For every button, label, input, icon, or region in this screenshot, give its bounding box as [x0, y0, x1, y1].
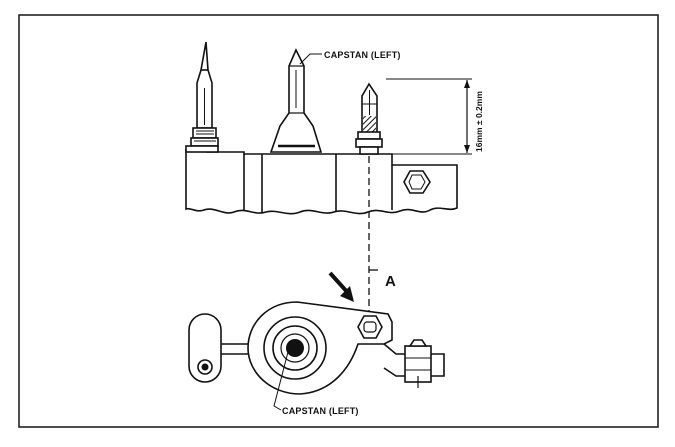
leader-bottom [273, 351, 289, 411]
figure-frame [18, 14, 659, 428]
leader-top [299, 53, 322, 65]
stud-nut-top [357, 131, 381, 140]
stud-base [359, 146, 379, 155]
hex-nut [403, 170, 431, 194]
left-pin-base [185, 145, 219, 153]
lever-slot [188, 313, 222, 383]
section-marker-label: A [385, 273, 396, 290]
capstan-shaft [286, 339, 304, 357]
left-pin-nut [192, 127, 217, 139]
capstan-label-top: CAPSTAN (LEFT) [324, 50, 401, 60]
side-view [185, 41, 472, 215]
stud-threads [363, 116, 376, 132]
pointer-arrow [328, 271, 354, 302]
dim-arrow-top [464, 80, 470, 88]
dimension-label: 16mm ± 0.2mm [474, 91, 484, 152]
dim-arrow-bottom [464, 145, 470, 153]
base-block [185, 149, 458, 215]
stud-nut [355, 138, 383, 148]
left-pin-washer [190, 137, 219, 147]
capstan-label-bottom: CAPSTAN (LEFT) [282, 406, 359, 416]
section-line-a [368, 156, 378, 312]
capstan-mid-ring [272, 325, 318, 371]
plan-view [188, 301, 445, 395]
